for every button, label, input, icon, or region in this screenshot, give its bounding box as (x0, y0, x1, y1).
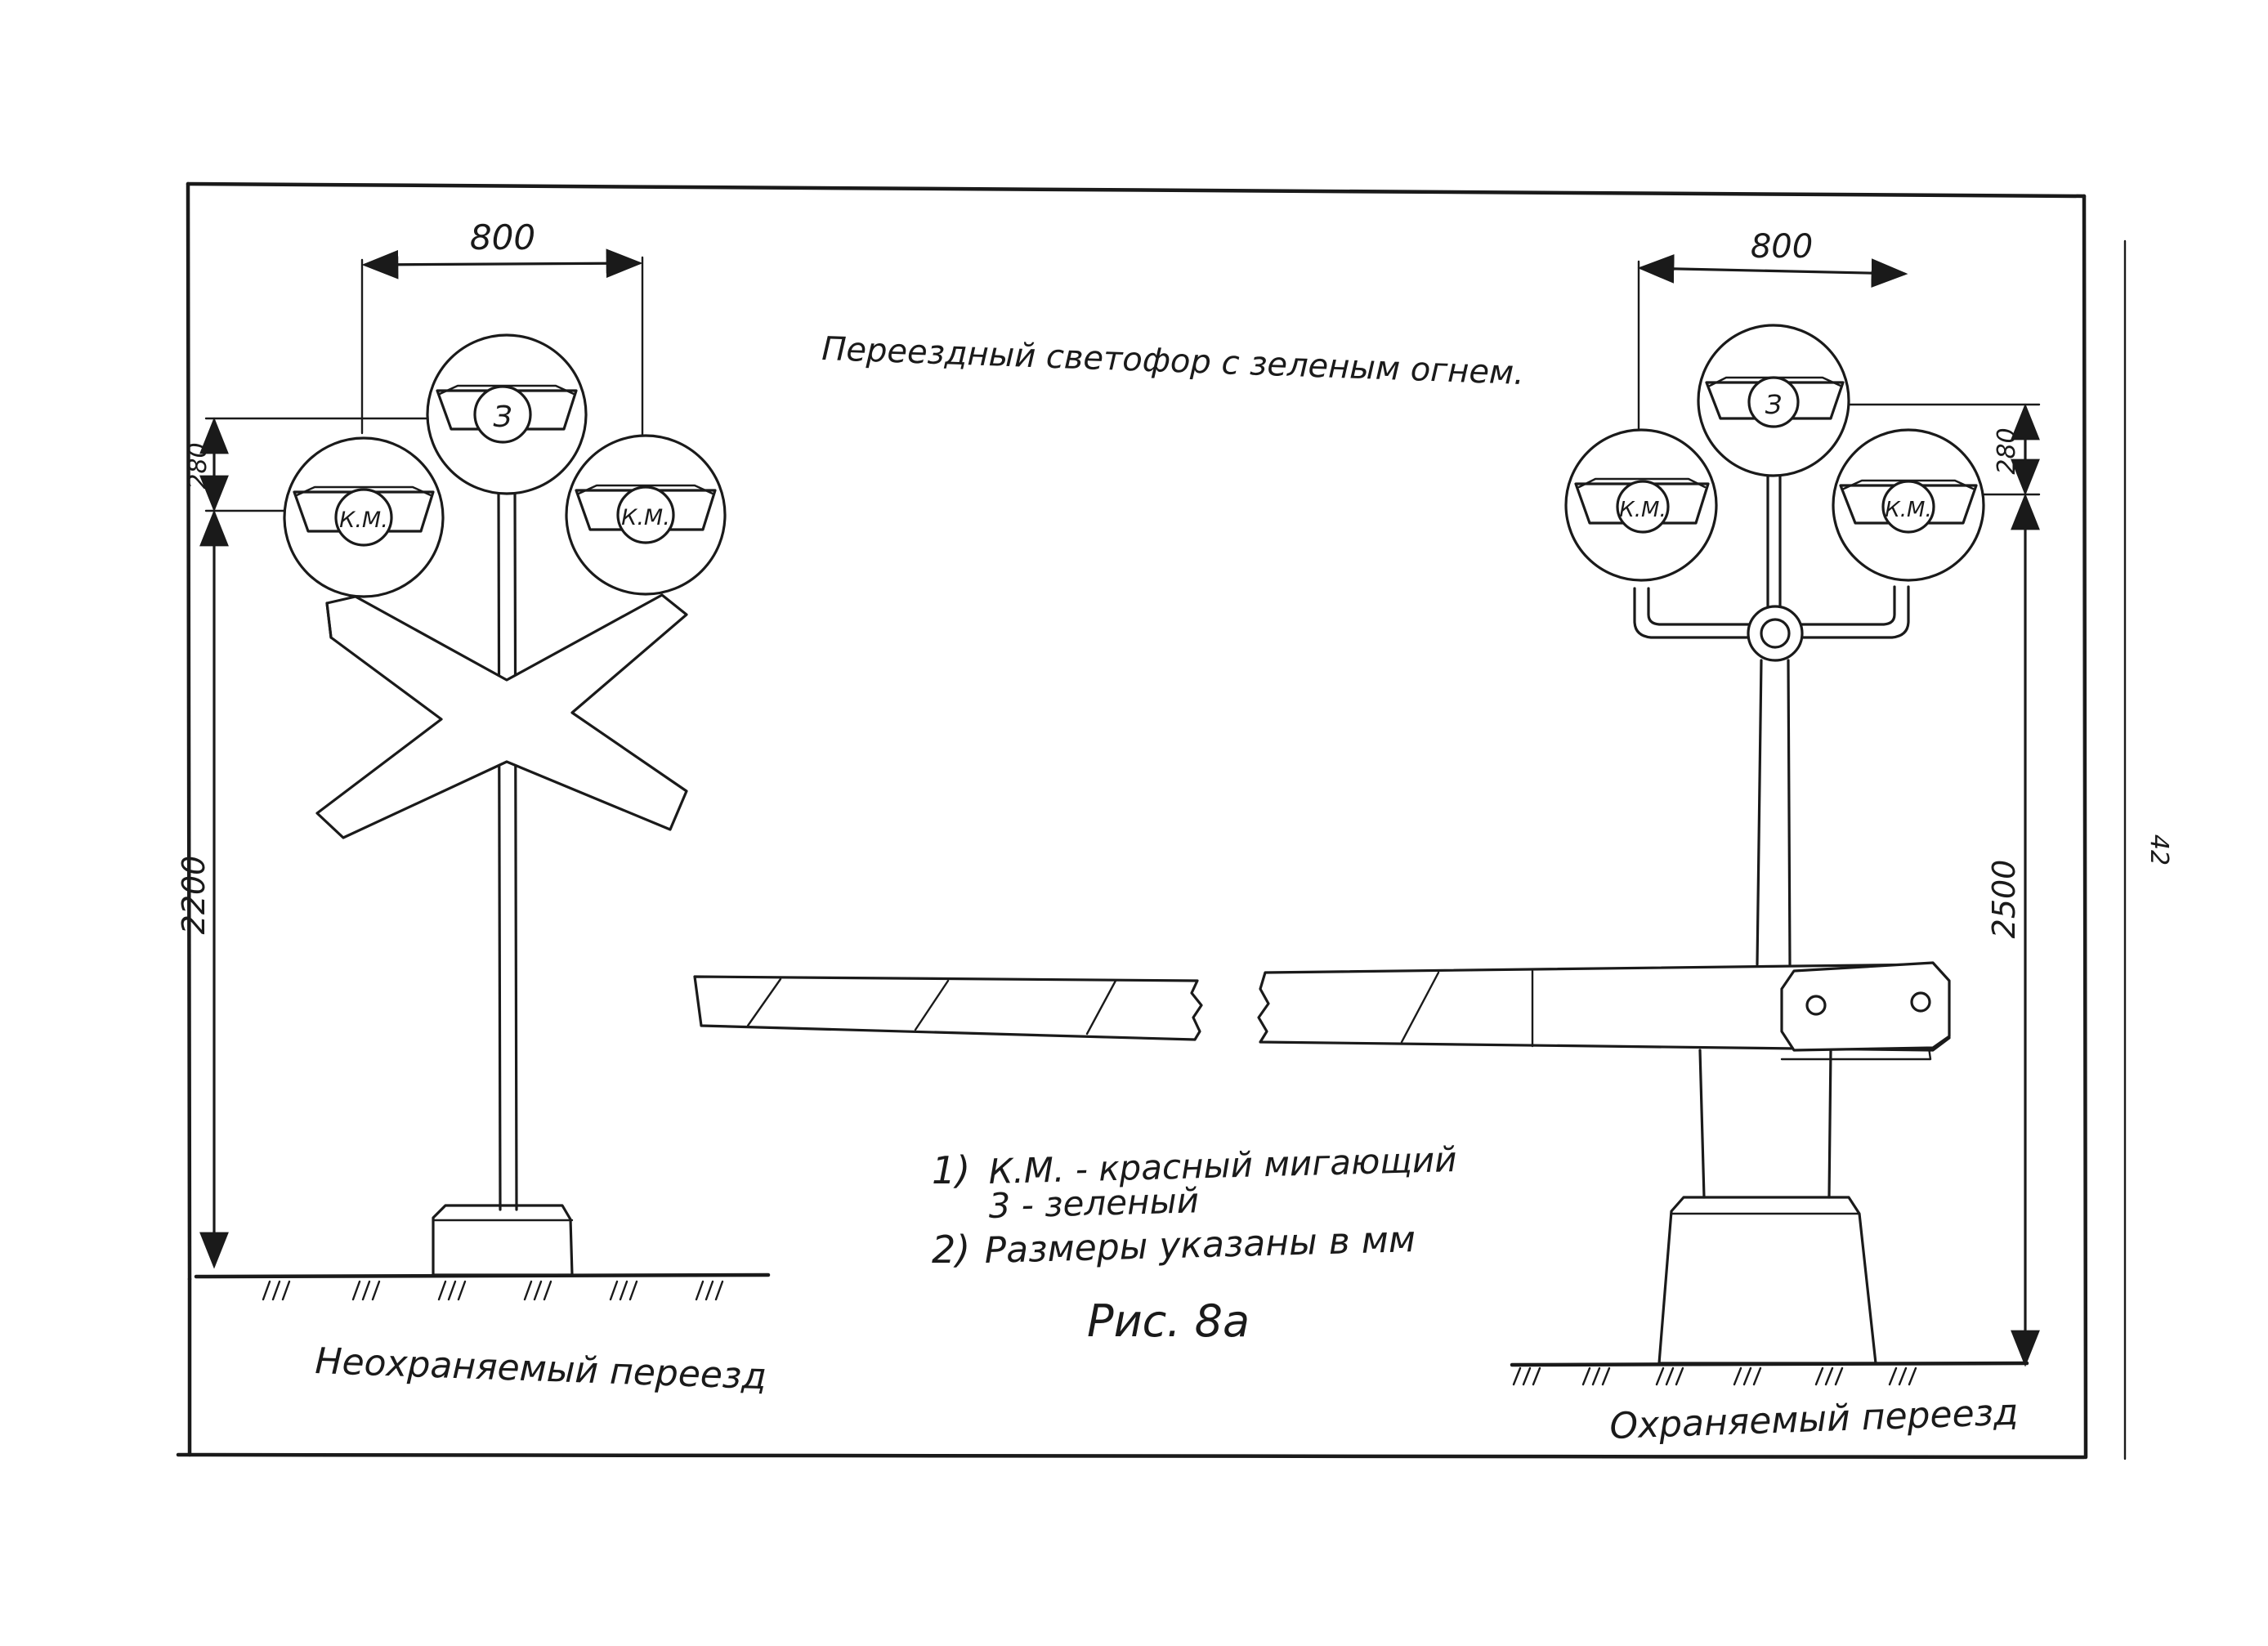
page-number: 42 (2145, 834, 2173, 865)
note-2-number: 2) (932, 1228, 970, 1272)
left-width-dim-label: 800 (470, 217, 535, 257)
left-lamp-top: З (426, 333, 588, 495)
right-lamp-left: К.М. (1564, 428, 1718, 582)
left-signal-pole (432, 489, 574, 1277)
right-lamp-left-label: К.М. (1619, 498, 1666, 522)
right-lamp-right: К.М. (1832, 428, 1985, 582)
left-spacing-dim-label: 280 (184, 442, 212, 489)
right-ground (1510, 1361, 2029, 1386)
left-signal-label: Неохраняемый переезд (315, 1340, 767, 1398)
barrier-mechanism (1657, 1049, 1877, 1365)
right-height-dimension: 280 2500 (1817, 403, 2041, 1367)
left-signal: 800 280 2200 З (176, 217, 771, 1398)
figure-caption: Рис. 8а (1087, 1295, 1250, 1347)
right-spacing-dim-label: 280 (1993, 427, 2021, 474)
right-signal: 800 280 2500 (1510, 228, 2041, 1447)
note-2-text: Размеры указаны в мм (984, 1219, 1416, 1272)
right-signal-label: Охраняемый переезд (1609, 1392, 2020, 1447)
left-width-dimension: 800 (360, 217, 644, 489)
figure-title: Переездный светофор с зеленым огнем. (821, 330, 1525, 392)
right-lamp-top: З (1697, 324, 1850, 477)
left-ground (194, 1273, 771, 1301)
left-crossing-sign (315, 593, 688, 839)
left-height-dim-label: 2200 (176, 856, 212, 935)
drawing-frame (176, 181, 2127, 1460)
left-lamp-left: К.М. (283, 436, 445, 598)
left-lamp-top-label: З (493, 400, 512, 434)
right-lamp-right-label: К.М. (1885, 498, 1931, 522)
right-lamp-top-label: З (1765, 389, 1783, 420)
barrier-arm (693, 961, 1951, 1061)
right-height-dim-label: 2500 (1986, 860, 2022, 939)
note-1-number: 1) (932, 1148, 970, 1192)
legend-notes: 1) К.М. - красный мигающий 3 - зеленый 2… (932, 1139, 1457, 1347)
note-1b-text: 3 - зеленый (988, 1180, 1200, 1226)
left-lamp-left-label: К.М. (339, 508, 388, 533)
left-lamp-right: К.М. (565, 434, 727, 596)
left-lamp-right-label: К.М. (621, 505, 670, 530)
right-signal-pole (1633, 468, 1910, 966)
right-width-dim-label: 800 (1751, 228, 1813, 266)
